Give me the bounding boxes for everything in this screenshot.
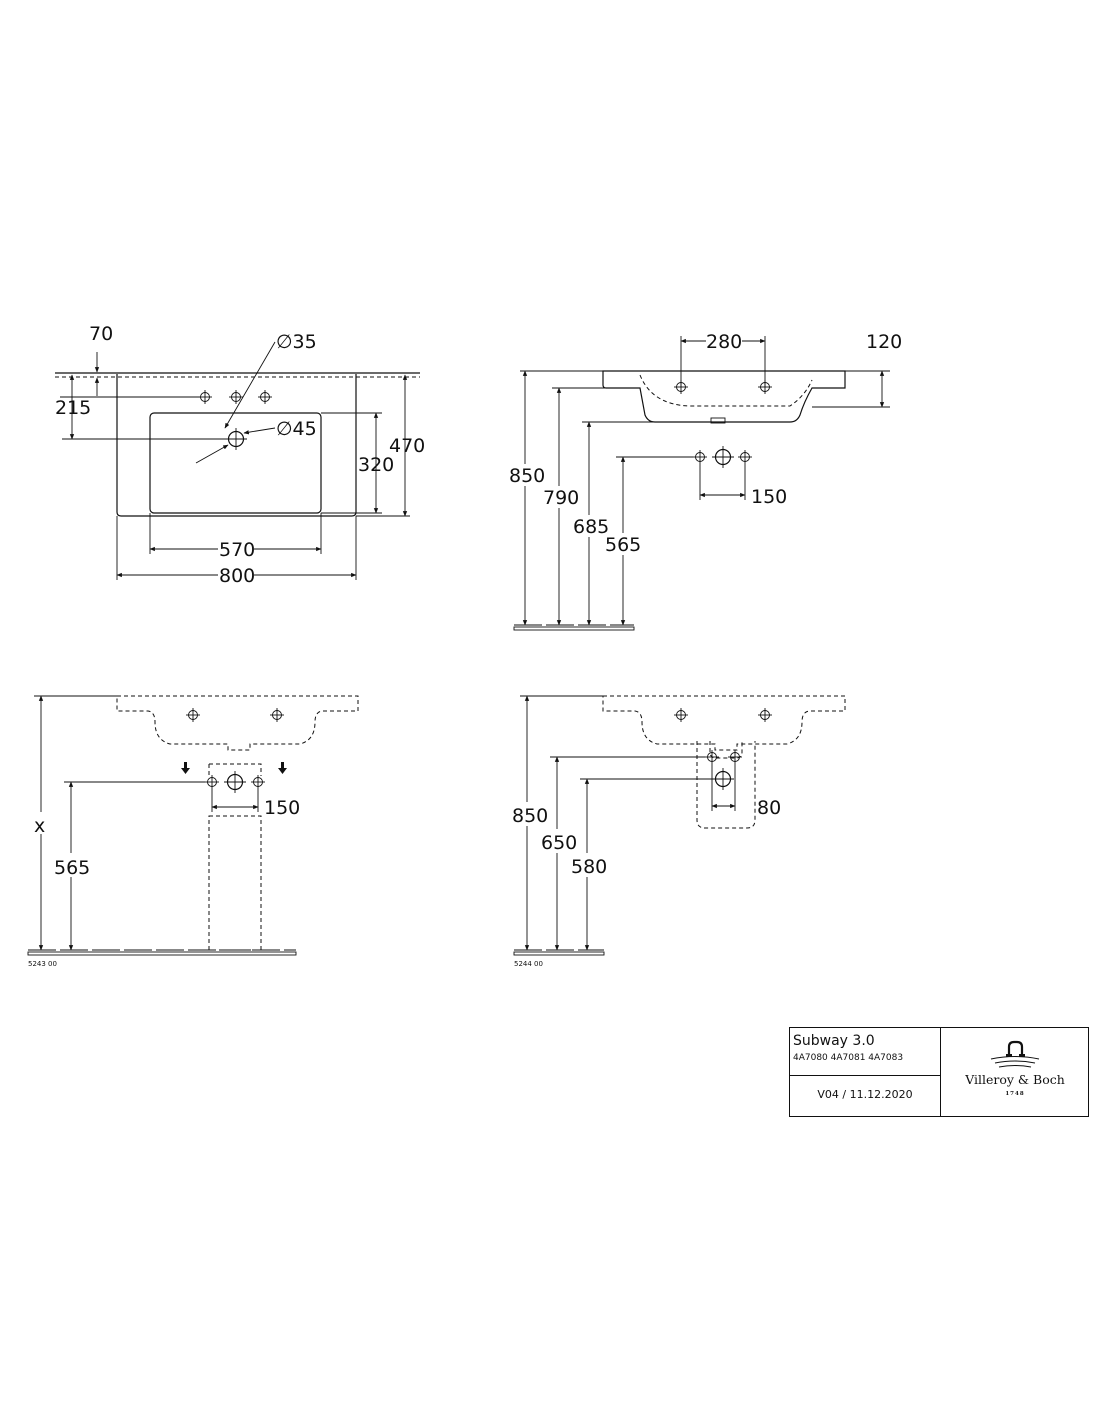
- drawing-code: 5244 00: [514, 960, 543, 968]
- brand-logo: Villeroy & Boch 1748: [941, 1028, 1089, 1118]
- dim-470: 470: [389, 435, 425, 457]
- arrow-down-icon: [278, 762, 287, 774]
- dim-215: 215: [55, 397, 91, 419]
- dim-650: 650: [541, 832, 577, 854]
- front-view-left: x 565 150 5243 00: [27, 695, 359, 968]
- dim-70: 70: [89, 323, 113, 345]
- top-view: 70 215 470 320 570 800 ∅35 ∅45: [55, 323, 425, 587]
- dim-800: 800: [219, 565, 255, 587]
- dim-280: 280: [706, 331, 742, 353]
- article-numbers: 4A7080 4A7081 4A7083: [793, 1053, 904, 1063]
- dim-x: x: [34, 815, 45, 837]
- title-block-divider: [940, 1028, 941, 1116]
- dim-570: 570: [219, 539, 255, 561]
- dim-diameter-45: ∅45: [276, 418, 317, 440]
- title-block: Subway 3.0 4A7080 4A7081 4A7083 V04 / 11…: [789, 1027, 1089, 1117]
- dim-150: 150: [751, 486, 787, 508]
- brand-name: Villeroy & Boch: [965, 1072, 1065, 1087]
- brand-year: 1748: [1005, 1091, 1025, 1097]
- dim-685: 685: [573, 516, 609, 538]
- version-date: V04 / 11.12.2020: [817, 1088, 913, 1101]
- dim-150: 150: [264, 797, 300, 819]
- product-name: Subway 3.0: [793, 1033, 875, 1049]
- dim-80: 80: [757, 797, 781, 819]
- dim-565: 565: [605, 534, 641, 556]
- title-block-divider: [790, 1075, 940, 1076]
- side-view: 280 120 850 790 685 565 150: [509, 331, 902, 631]
- dim-diameter-35: ∅35: [276, 331, 317, 353]
- dim-850: 850: [509, 465, 545, 487]
- dim-850: 850: [512, 805, 548, 827]
- front-view-right: 850 650 580 80 5244 00: [511, 695, 846, 968]
- drawing-code: 5243 00: [28, 960, 57, 968]
- arrow-down-icon: [181, 762, 190, 774]
- dim-565: 565: [54, 857, 90, 879]
- dim-580: 580: [571, 856, 607, 878]
- pipe-tap-logo-icon: [990, 1040, 1040, 1068]
- dim-790: 790: [543, 487, 579, 509]
- dim-320: 320: [358, 454, 394, 476]
- dim-120: 120: [866, 331, 902, 353]
